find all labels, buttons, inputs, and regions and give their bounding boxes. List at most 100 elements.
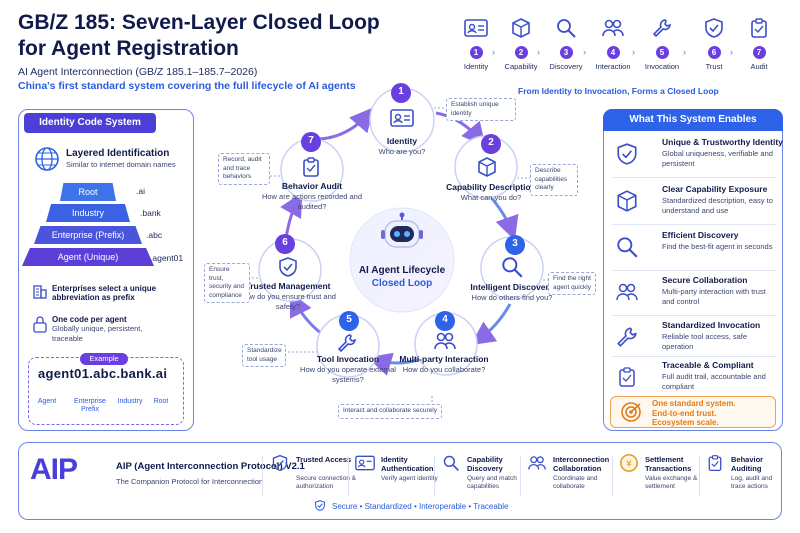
node-invocation: Tool Invocation How do you operate exter…	[293, 354, 403, 384]
identity-code-header: Identity Code System	[24, 113, 156, 133]
top-flow-caption: From Identity to Invocation, Forms a Clo…	[518, 86, 719, 96]
step-label: Identity	[463, 62, 489, 71]
note-invocation: Standardize tool usage	[242, 344, 286, 367]
item-sub: Value exchange & settlement	[645, 475, 698, 490]
node-trusted-management: Trusted Management How do you ensure tru…	[233, 281, 343, 311]
pyramid-agent: Agent (Unique)	[22, 248, 154, 266]
step-number: 2	[514, 46, 528, 59]
note-identity: Establish unique identity	[446, 98, 516, 121]
tagline-box	[610, 396, 776, 428]
aip-band	[18, 442, 782, 520]
item-sub: Log, audit and trace actions	[731, 475, 773, 490]
row-sub: Find the best-fit agent in seconds	[662, 242, 773, 251]
robot-icon	[380, 212, 424, 261]
row-title: Efficient Discovery	[662, 230, 739, 240]
search-icon	[441, 453, 461, 473]
top-flow-item-discovery: 3 Discovery	[544, 14, 588, 71]
enables-header: What This System Enables	[603, 109, 783, 131]
arrow-right-icon: ›	[537, 47, 540, 57]
step-number: 6	[707, 46, 721, 59]
node-3-badge	[504, 234, 526, 261]
item-title: Behavior Auditing	[731, 455, 764, 473]
building-icon	[32, 283, 48, 304]
clipboard-icon	[705, 453, 725, 473]
node-discovery: Intelligent Discovery How do others find…	[457, 282, 567, 303]
page-title: GB/Z 185: Seven-Layer Closed Loop for Ag…	[18, 10, 438, 62]
divider	[699, 456, 700, 496]
tagline-line: Ecosystem scale.	[652, 418, 719, 427]
clipboard-icon	[745, 14, 773, 42]
node-title: Intelligent Discovery	[470, 282, 554, 292]
id-card-icon	[389, 108, 415, 133]
node-behavior-audit: Behavior Audit How are actions recorded …	[257, 181, 367, 211]
enables-row-identity: Unique & Trustworthy Identity Global uni…	[612, 137, 783, 177]
step-number: 7	[752, 46, 766, 59]
note-title: Enterprises select a unique	[52, 284, 157, 293]
arc-5-6	[289, 291, 323, 336]
top-flow-item-identity: 1 Identity	[454, 14, 498, 71]
note-sub: abbreviation as prefix	[52, 293, 135, 302]
step-label: Trust	[705, 62, 723, 71]
arc-3-4	[470, 303, 512, 346]
example-label-root: Root	[153, 398, 169, 405]
aip-title: AIP (Agent Interconnection Protocol) V2.…	[116, 461, 305, 472]
people-icon	[599, 14, 627, 42]
row-title: Unique & Trustworthy Identity	[662, 137, 783, 147]
top-flow-item-trust: 6 Trust	[692, 14, 736, 71]
search-icon	[612, 232, 642, 262]
node-title: Behavior Audit	[281, 181, 343, 191]
arc-2-3	[488, 195, 519, 241]
node-title: Identity	[386, 136, 418, 146]
step-number: 5	[655, 46, 669, 59]
node-3-number: 3	[512, 238, 518, 249]
clipboard-check-icon	[612, 362, 642, 392]
subtitle-highlight: China's first standard system covering t…	[18, 80, 356, 92]
search-icon	[500, 255, 524, 284]
example-label-industry: Industry	[117, 398, 143, 405]
coin-icon: ¥	[619, 453, 639, 473]
id-card-icon	[355, 453, 375, 473]
cube-icon	[612, 186, 642, 216]
top-flow-item-audit: 7 Audit	[737, 14, 781, 71]
shield-icon	[700, 14, 728, 42]
enables-row-compliant: Traceable & Compliant Full audit trail, …	[612, 360, 776, 400]
item-sub: Secure connection & authorization	[296, 475, 356, 490]
note-capability: Describe capabilities clearly	[530, 164, 578, 196]
row-sub: Full audit trail, accountable and compli…	[662, 372, 766, 391]
row-sub: Global uniqueness, verifiable and persis…	[662, 149, 773, 168]
cube-icon	[507, 14, 535, 42]
subtitle: AI Agent Interconnection (GB/Z 185.1–185…	[18, 66, 258, 78]
node-title: Trusted Management	[245, 281, 331, 291]
node-2-badge	[480, 133, 502, 160]
row-title: Clear Capability Exposure	[662, 184, 768, 194]
note-trusted-management: Ensure trust, security and compliance	[204, 263, 250, 303]
shield-icon	[314, 499, 326, 517]
row-sub: Reliable tool access, safe operation	[662, 332, 748, 351]
node-question: How do you ensure trust and safety?	[240, 292, 336, 311]
node-2-number: 2	[488, 137, 494, 148]
tagline-line: One standard system.	[652, 399, 736, 408]
step-label: Discovery	[549, 62, 583, 71]
lock-icon	[32, 315, 48, 338]
target-icon	[620, 401, 642, 428]
tagline-text: One standard system. End-to-end trust. E…	[652, 399, 736, 428]
divider	[348, 456, 349, 496]
node-5-number: 5	[346, 314, 352, 325]
divider	[612, 177, 776, 178]
arrow-right-icon: ›	[492, 47, 495, 57]
node-capability: Capability Description What can you do?	[436, 182, 546, 203]
row-sub: Standardized description, easy to unders…	[662, 196, 773, 215]
node-title: Tool Invocation	[316, 354, 380, 364]
step-number: 1	[469, 46, 483, 59]
node-question: How do you collaborate?	[402, 365, 486, 374]
node-title: Multi-party Interaction	[399, 354, 489, 364]
aip-logo: AIP	[30, 453, 78, 486]
pyramid-root: Root	[60, 183, 116, 201]
item-sub: Query and match capabilities	[467, 475, 517, 490]
row-title: Standardized Invocation	[662, 320, 761, 330]
search-icon	[552, 14, 580, 42]
pyramid-ext-industry: .bank	[140, 208, 161, 218]
example-label-agent: Agent	[37, 398, 57, 405]
note-interaction: Interact and collaborate securely	[338, 404, 442, 419]
pyramid-ext-root: .ai	[136, 186, 145, 196]
